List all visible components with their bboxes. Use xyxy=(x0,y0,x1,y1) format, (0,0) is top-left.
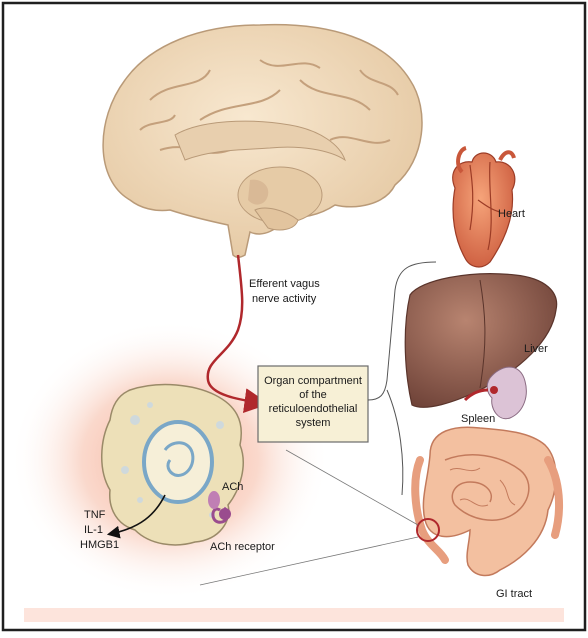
bottom-band xyxy=(24,608,564,622)
box-label-line1: Organ compartment xyxy=(264,375,362,387)
spleen-label: Spleen xyxy=(461,413,495,425)
vagus-label-line2: nerve activity xyxy=(252,293,317,305)
box-label-line2: of the xyxy=(299,389,327,401)
box-label-line4: system xyxy=(296,417,331,429)
hmgb1-label: HMGB1 xyxy=(80,539,119,551)
il1-label: IL-1 xyxy=(84,524,103,536)
ach-receptor-label: ACh receptor xyxy=(210,541,275,553)
heart-label: Heart xyxy=(498,208,525,220)
liver-label: Liver xyxy=(524,343,548,355)
ach-label: ACh xyxy=(222,481,243,493)
gi-label: GI tract xyxy=(496,588,532,600)
box-label-line3: reticuloendothelial xyxy=(269,403,358,415)
vagus-label-line1: Efferent vagus xyxy=(249,278,320,290)
tnf-label: TNF xyxy=(84,509,106,521)
ach-molecule xyxy=(208,491,220,509)
